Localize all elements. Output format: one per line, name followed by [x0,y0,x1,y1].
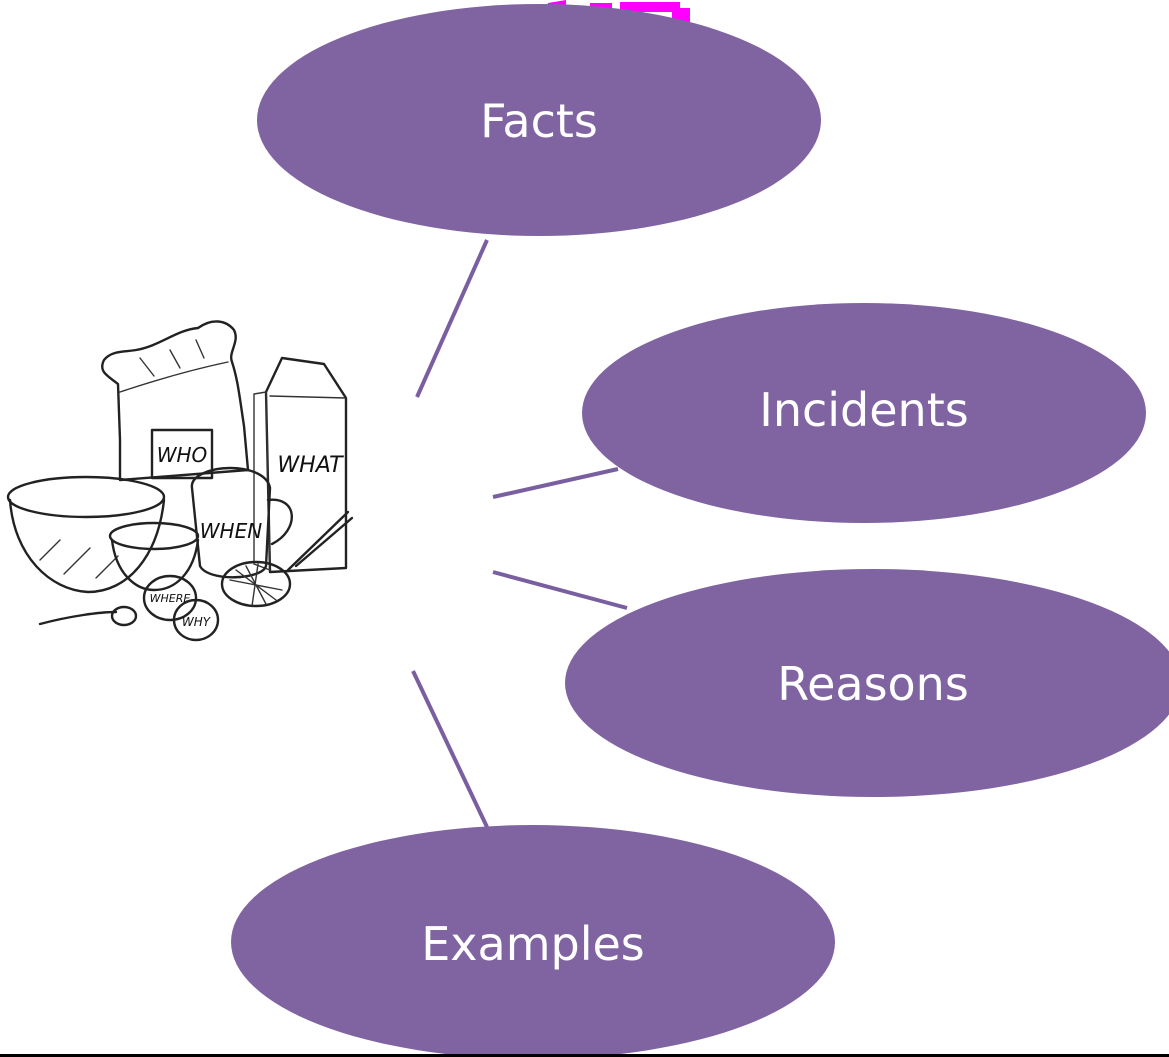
node-incidents: Incidents [582,303,1146,523]
footer-bar [0,1054,1169,1057]
milk-carton [253,356,348,574]
label-who: WHO [157,443,208,467]
node-facts: Facts [257,4,821,236]
small-bowl [108,521,200,592]
connector-reasons [492,570,628,610]
egg-why [172,598,220,642]
node-examples-label: Examples [421,917,645,971]
label-why: WHY [182,615,212,629]
node-reasons-label: Reasons [777,657,969,711]
node-examples: Examples [231,825,835,1057]
connector-facts [415,239,489,398]
measuring-spoon [38,605,138,627]
egg-where [142,574,198,622]
connector-examples [411,670,489,828]
node-incidents-label: Incidents [759,383,968,437]
mixing-bowl [6,475,166,594]
label-where: WHERE [150,592,191,605]
flour-sack [101,320,250,482]
sifter [220,510,354,608]
node-facts-label: Facts [480,94,598,148]
connector-incidents [492,467,619,499]
node-reasons: Reasons [565,569,1169,797]
label-when: WHEN [200,519,262,543]
label-what: WHAT [277,453,344,478]
baking-ingredients-icon: WHO WHAT WHEN WHERE WHY [6,320,354,642]
